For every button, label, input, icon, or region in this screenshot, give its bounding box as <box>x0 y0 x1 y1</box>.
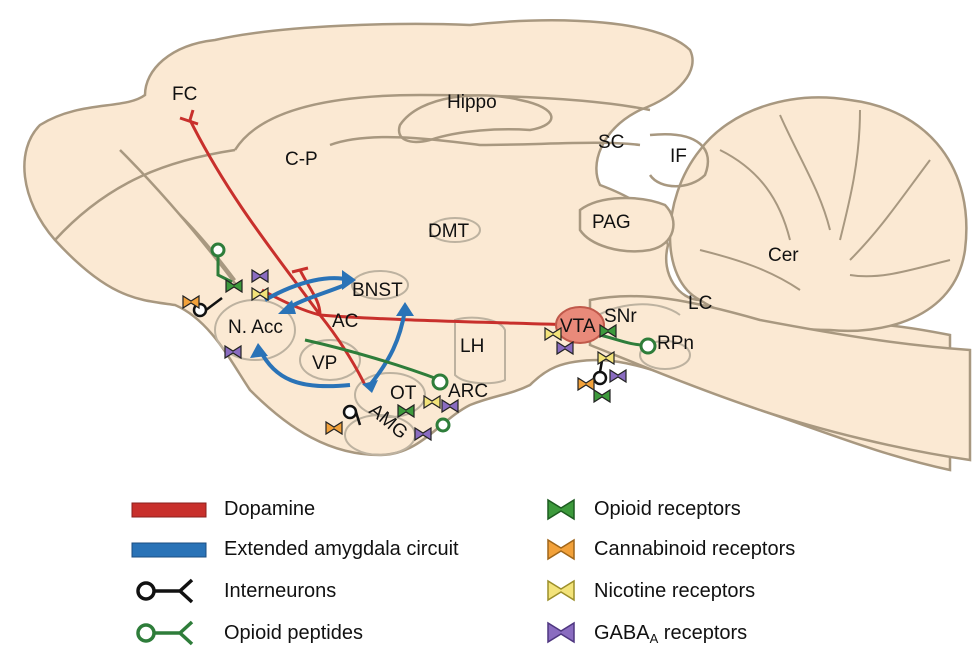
brainstem <box>588 294 972 462</box>
receptor-markers <box>182 268 627 442</box>
cerebellum <box>668 96 968 333</box>
label-vp: VP <box>312 353 337 374</box>
hippocampus-shape <box>397 94 553 144</box>
label-cp: C-P <box>285 149 318 170</box>
vta-nucleus <box>555 306 605 344</box>
label-arc: ARC <box>448 381 488 402</box>
dopamine-swatch <box>131 502 207 518</box>
label-bnst: BNST <box>352 280 403 301</box>
label-pag: PAG <box>592 212 631 233</box>
label-snr: SNr <box>604 306 637 327</box>
label-vta: VTA <box>560 316 596 337</box>
label-hippo: Hippo <box>447 92 497 113</box>
legend-dopamine: Dopamine <box>224 498 316 520</box>
opioid-receptor-icon <box>547 498 575 521</box>
gaba-subscript: A <box>649 631 659 646</box>
legend-amygdala: Extended amygdala circuit <box>224 538 459 560</box>
legend-nicotine-receptors: Nicotine receptors <box>594 580 756 602</box>
interneuron-icon <box>136 578 194 604</box>
legend-cannabinoid-receptors: Cannabinoid receptors <box>594 538 796 560</box>
legend-opioid-peptides: Opioid peptides <box>224 622 363 644</box>
interneurons-drawn <box>192 302 608 420</box>
label-dmt: DMT <box>428 221 470 242</box>
label-fc: FC <box>172 84 197 105</box>
label-if: IF <box>670 146 687 167</box>
label-ot: OT <box>390 383 417 404</box>
gaba-receptor-icon <box>547 621 575 644</box>
label-sc: SC <box>598 132 624 153</box>
amygdala-swatch <box>131 542 207 558</box>
label-lc: LC <box>688 293 712 314</box>
gaba-receptors-text: receptors <box>658 622 748 644</box>
label-cer: Cer <box>768 245 799 266</box>
label-rpn: RPn <box>657 333 694 354</box>
sagittal-brain-illustration: FC Hippo C-P SC IF DMT PAG Cer BNST N. A… <box>23 19 972 472</box>
gaba-label: GABA <box>594 622 650 644</box>
nicotine-receptor-icon <box>547 579 575 602</box>
cannabinoid-receptor-icon <box>547 538 575 561</box>
pag-region <box>578 196 675 253</box>
legend-gaba-receptors: GABAA receptors <box>594 622 747 646</box>
opioid-peptide-icon <box>136 620 194 646</box>
legend-opioid-receptors: Opioid receptors <box>594 498 741 520</box>
legend-interneurons: Interneurons <box>224 580 337 602</box>
label-ac: AC <box>332 311 358 332</box>
label-nacc: N. Acc <box>228 317 283 338</box>
label-lh: LH <box>460 336 484 357</box>
